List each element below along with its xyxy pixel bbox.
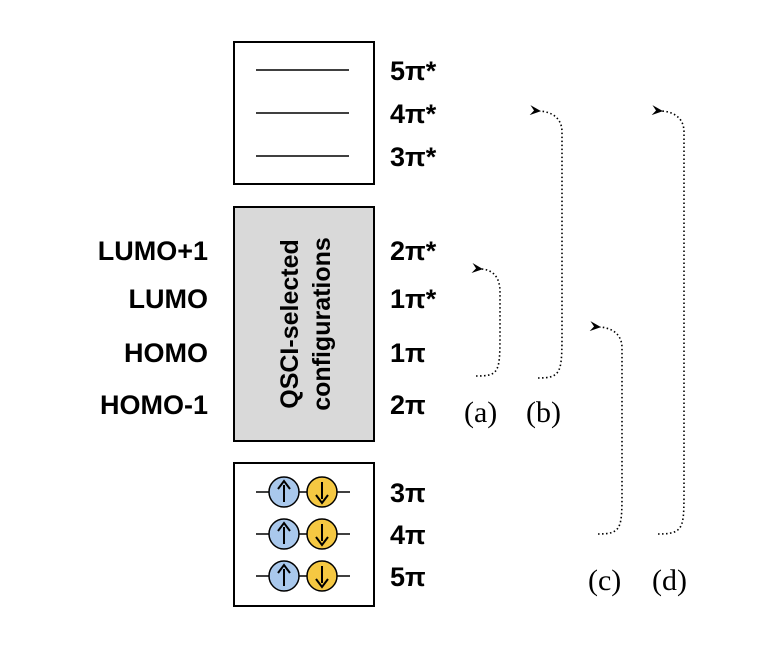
core-orbital-rows bbox=[256, 476, 350, 592]
excitation-arrow-c bbox=[589, 321, 623, 535]
right-label-1pi: 1π bbox=[390, 338, 426, 368]
excitation-arrows bbox=[471, 105, 685, 535]
excitation-label-d: (d) bbox=[652, 564, 687, 597]
core-orbitals-group: 3π 4π 5π bbox=[233, 462, 426, 607]
excitation-arrow-a bbox=[471, 263, 501, 377]
active-space-group: QSCI-selected configurations LUMO+1 LUMO… bbox=[98, 206, 437, 442]
virtual-label-4pi-star: 4π* bbox=[390, 99, 437, 129]
left-label-homo: HOMO bbox=[124, 338, 208, 368]
arrow-up-icon-head bbox=[277, 521, 291, 532]
core-orbital-5pi bbox=[256, 560, 350, 592]
core-orbital-4pi bbox=[256, 518, 350, 550]
right-label-2pi: 2π bbox=[390, 390, 426, 420]
excitation-arrow-d bbox=[651, 105, 685, 535]
excitation-label-a: (a) bbox=[464, 396, 497, 429]
arrow-up-icon-head bbox=[277, 479, 291, 490]
excitation-label-b: (b) bbox=[526, 396, 561, 429]
excitation-arrow-b bbox=[529, 105, 563, 379]
arrow-down-icon-head bbox=[315, 494, 329, 505]
arrow-down-icon-head bbox=[315, 536, 329, 547]
arrow-up-icon-head bbox=[277, 563, 291, 574]
virtual-label-5pi-star: 5π* bbox=[390, 56, 437, 86]
left-label-lumo: LUMO bbox=[129, 284, 208, 314]
active-box-text-line2: configurations bbox=[308, 237, 336, 411]
right-label-1pi-star: 1π* bbox=[390, 284, 437, 314]
left-label-lumo-plus-1: LUMO+1 bbox=[98, 236, 208, 266]
active-space-box bbox=[233, 206, 375, 442]
core-label-4pi: 4π bbox=[390, 520, 426, 550]
excitation-label-c: (c) bbox=[588, 564, 621, 597]
virtual-label-3pi-star: 3π* bbox=[390, 142, 437, 172]
core-label-3pi: 3π bbox=[390, 478, 426, 508]
core-orbital-3pi bbox=[256, 476, 350, 508]
active-box-text-line1: QSCI-selected bbox=[276, 239, 304, 409]
left-label-homo-minus-1: HOMO-1 bbox=[100, 390, 208, 420]
virtual-orbitals-group: 5π* 4π* 3π* bbox=[233, 41, 437, 185]
arrow-down-icon-head bbox=[315, 578, 329, 589]
core-label-5pi: 5π bbox=[390, 562, 426, 592]
right-label-2pi-star: 2π* bbox=[390, 236, 437, 266]
